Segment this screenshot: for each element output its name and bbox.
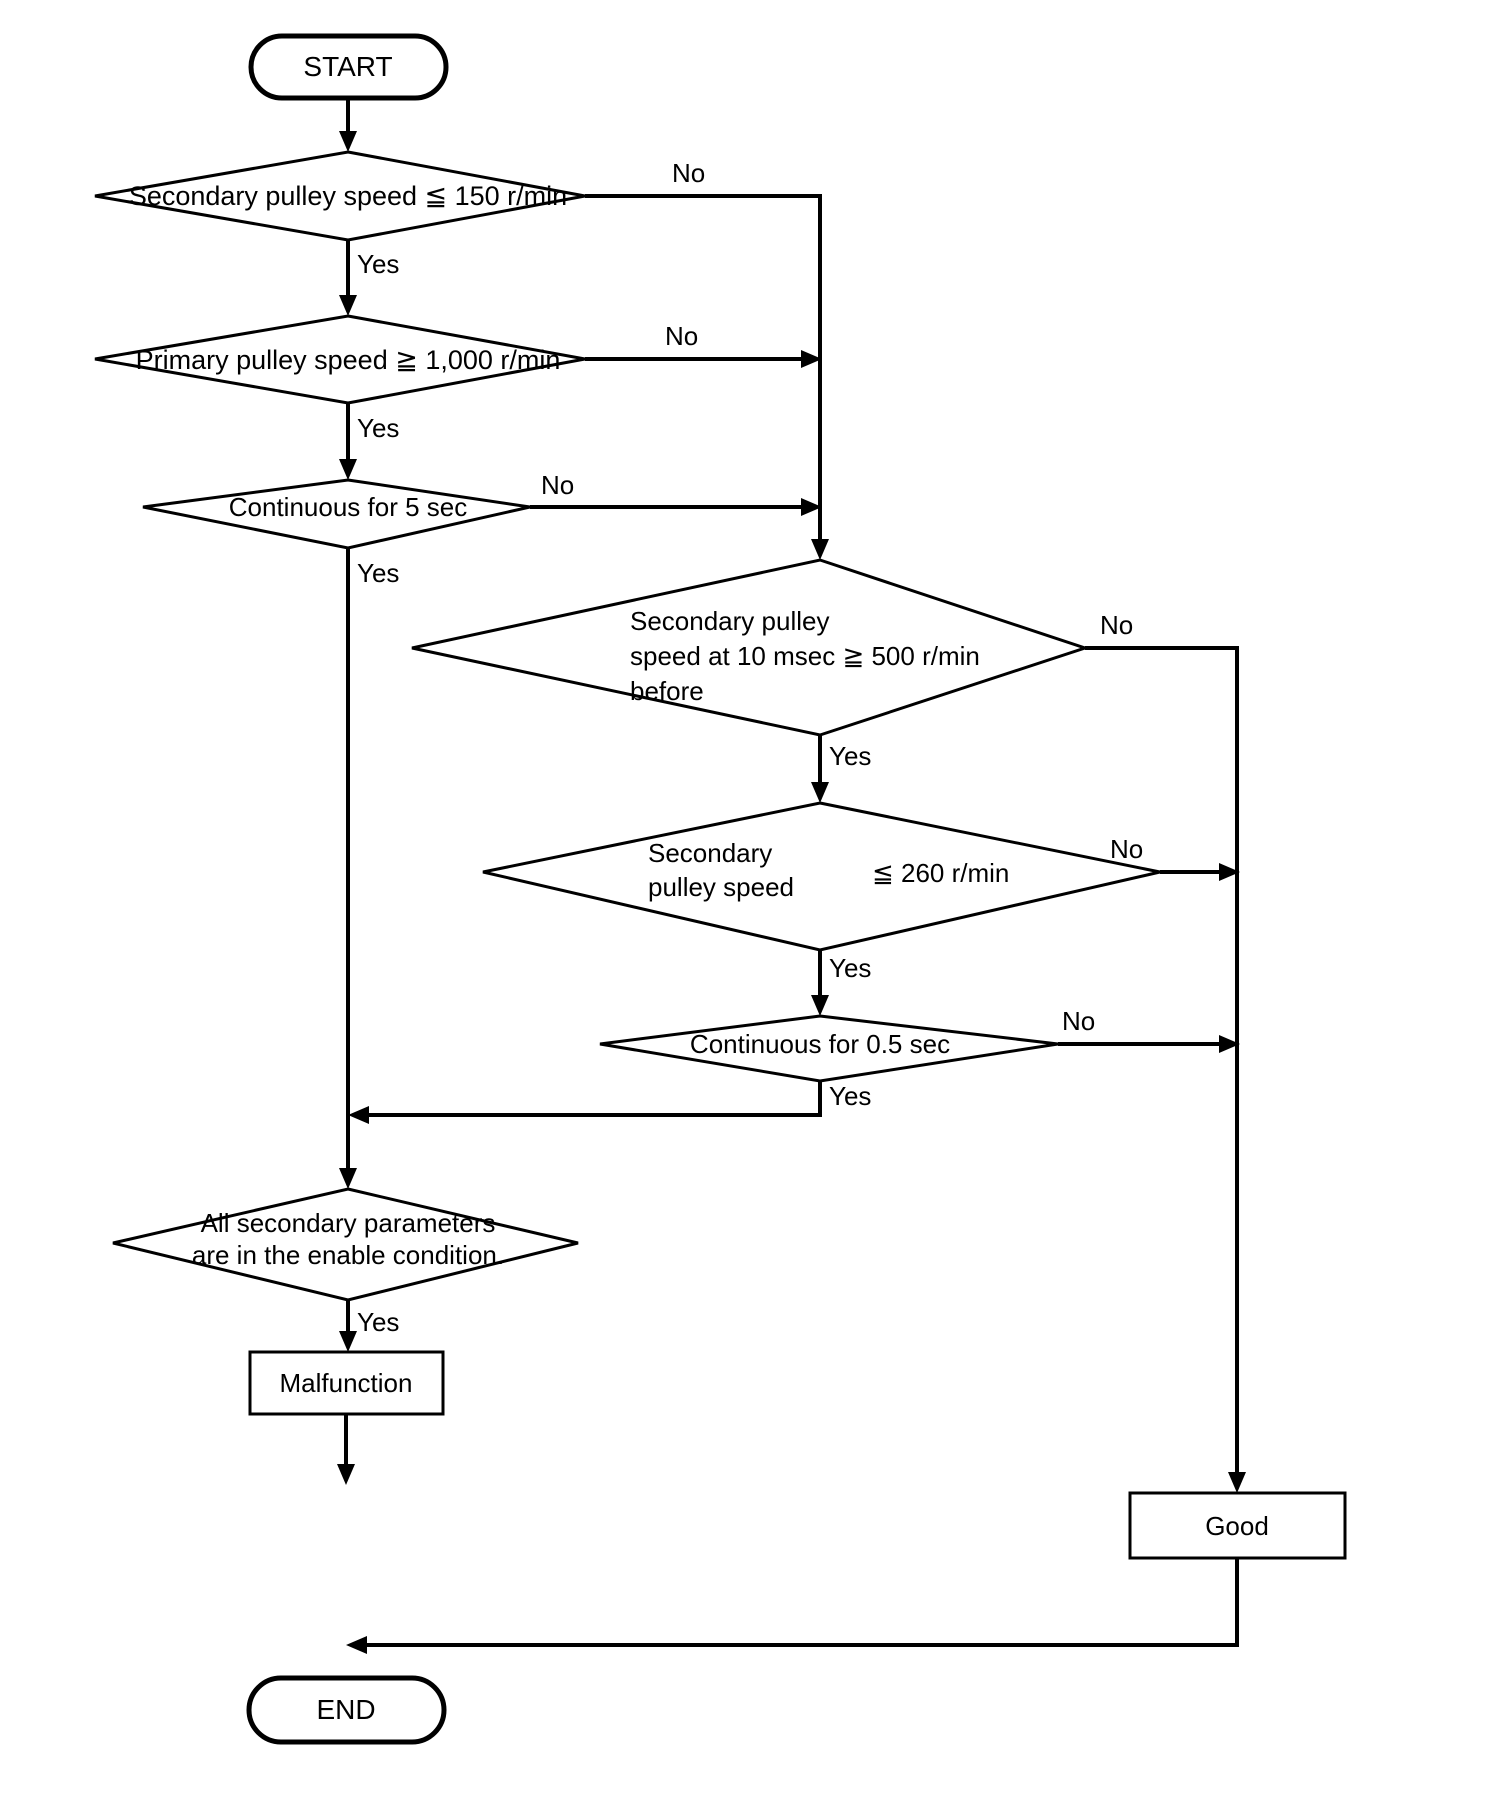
d6-label: Continuous for 0.5 sec [690, 1029, 950, 1059]
node-decision-continuous-05-sec: Continuous for 0.5 sec [599, 1014, 1059, 1083]
d4-label-line2: speed at 10 msec ≧ 500 r/min [630, 641, 980, 671]
edge-good-to-end [346, 1558, 1239, 1654]
edge-label-d3-no: No [541, 470, 574, 500]
node-decision-secondary-pulley-260: Secondary pulley speed ≦ 260 r/min [482, 801, 1161, 952]
edge-start-to-d1 [339, 98, 357, 152]
node-start: START [248, 33, 449, 101]
node-decision-secondary-10msec-500: Secondary pulley speed at 10 msec ≧ 500 … [411, 558, 1090, 737]
edge-d2-yes: Yes [339, 403, 399, 480]
edge-d6-no: No [1058, 1006, 1240, 1053]
edge-d6-yes: Yes [348, 1081, 871, 1124]
start-label: START [303, 51, 392, 82]
edge-label-d6-yes: Yes [829, 1081, 871, 1111]
edge-label-d5-yes: Yes [829, 953, 871, 983]
d7-label-line1: All secondary parameters [201, 1208, 496, 1238]
edge-malfunction-to-end [337, 1414, 355, 1485]
edge-label-d4-no: No [1100, 610, 1133, 640]
good-label: Good [1205, 1511, 1269, 1541]
d5-label-line2: pulley speed [648, 872, 794, 902]
node-good: Good [1128, 1491, 1347, 1560]
d4-label-line1: Secondary pulley [630, 606, 829, 636]
edge-d3-no: No [530, 470, 822, 516]
edge-d7-yes: Yes [339, 1300, 399, 1352]
d7-label-line2: are in the enable condition. [192, 1240, 504, 1270]
edge-label-d2-no: No [665, 321, 698, 351]
d5-label-threshold: ≦ 260 r/min [872, 858, 1009, 888]
edge-d3-yes: Yes [339, 548, 399, 1189]
edge-d2-no: No [585, 321, 822, 368]
node-decision-all-secondary-parameters: All secondary parameters are in the enab… [112, 1187, 579, 1302]
node-decision-secondary-pulley-150: Secondary pulley speed ≦ 150 r/min [94, 150, 586, 242]
edge-d4-no: No [1085, 610, 1246, 1493]
d3-label: Continuous for 5 sec [229, 492, 467, 522]
edge-d5-no: No [1110, 834, 1240, 881]
edge-label-d3-yes: Yes [357, 558, 399, 588]
edge-label-d5-no: No [1110, 834, 1143, 864]
edge-d1-no: No [585, 158, 822, 544]
malfunction-shape [248, 1350, 445, 1416]
node-malfunction: Malfunction [248, 1350, 445, 1416]
edge-label-d1-yes: Yes [357, 249, 399, 279]
node-decision-primary-pulley-1000: Primary pulley speed ≧ 1,000 r/min [94, 314, 586, 405]
d4-label-line3: before [630, 676, 704, 706]
edge-d5-yes: Yes [811, 950, 871, 1016]
d5-label-line1: Secondary [648, 838, 772, 868]
d2-label: Primary pulley speed ≧ 1,000 r/min [136, 345, 561, 375]
edge-label-d1-no: No [672, 158, 705, 188]
d1-label: Secondary pulley speed ≦ 150 r/min [129, 181, 567, 211]
end-label: END [316, 1694, 375, 1725]
edge-label-d4-yes: Yes [829, 741, 871, 771]
malfunction-label: Malfunction [280, 1368, 413, 1398]
edge-d4-yes: Yes [811, 735, 871, 803]
end-shape [246, 1675, 447, 1745]
edge-trunk-to-d4 [811, 539, 829, 560]
node-decision-continuous-5-sec: Continuous for 5 sec [142, 478, 531, 550]
edge-label-d7-yes: Yes [357, 1307, 399, 1337]
edge-label-d2-yes: Yes [357, 413, 399, 443]
d5-shape [482, 801, 1161, 952]
node-end: END [246, 1675, 447, 1745]
edge-label-d6-no: No [1062, 1006, 1095, 1036]
edge-d1-yes: Yes [339, 240, 399, 316]
